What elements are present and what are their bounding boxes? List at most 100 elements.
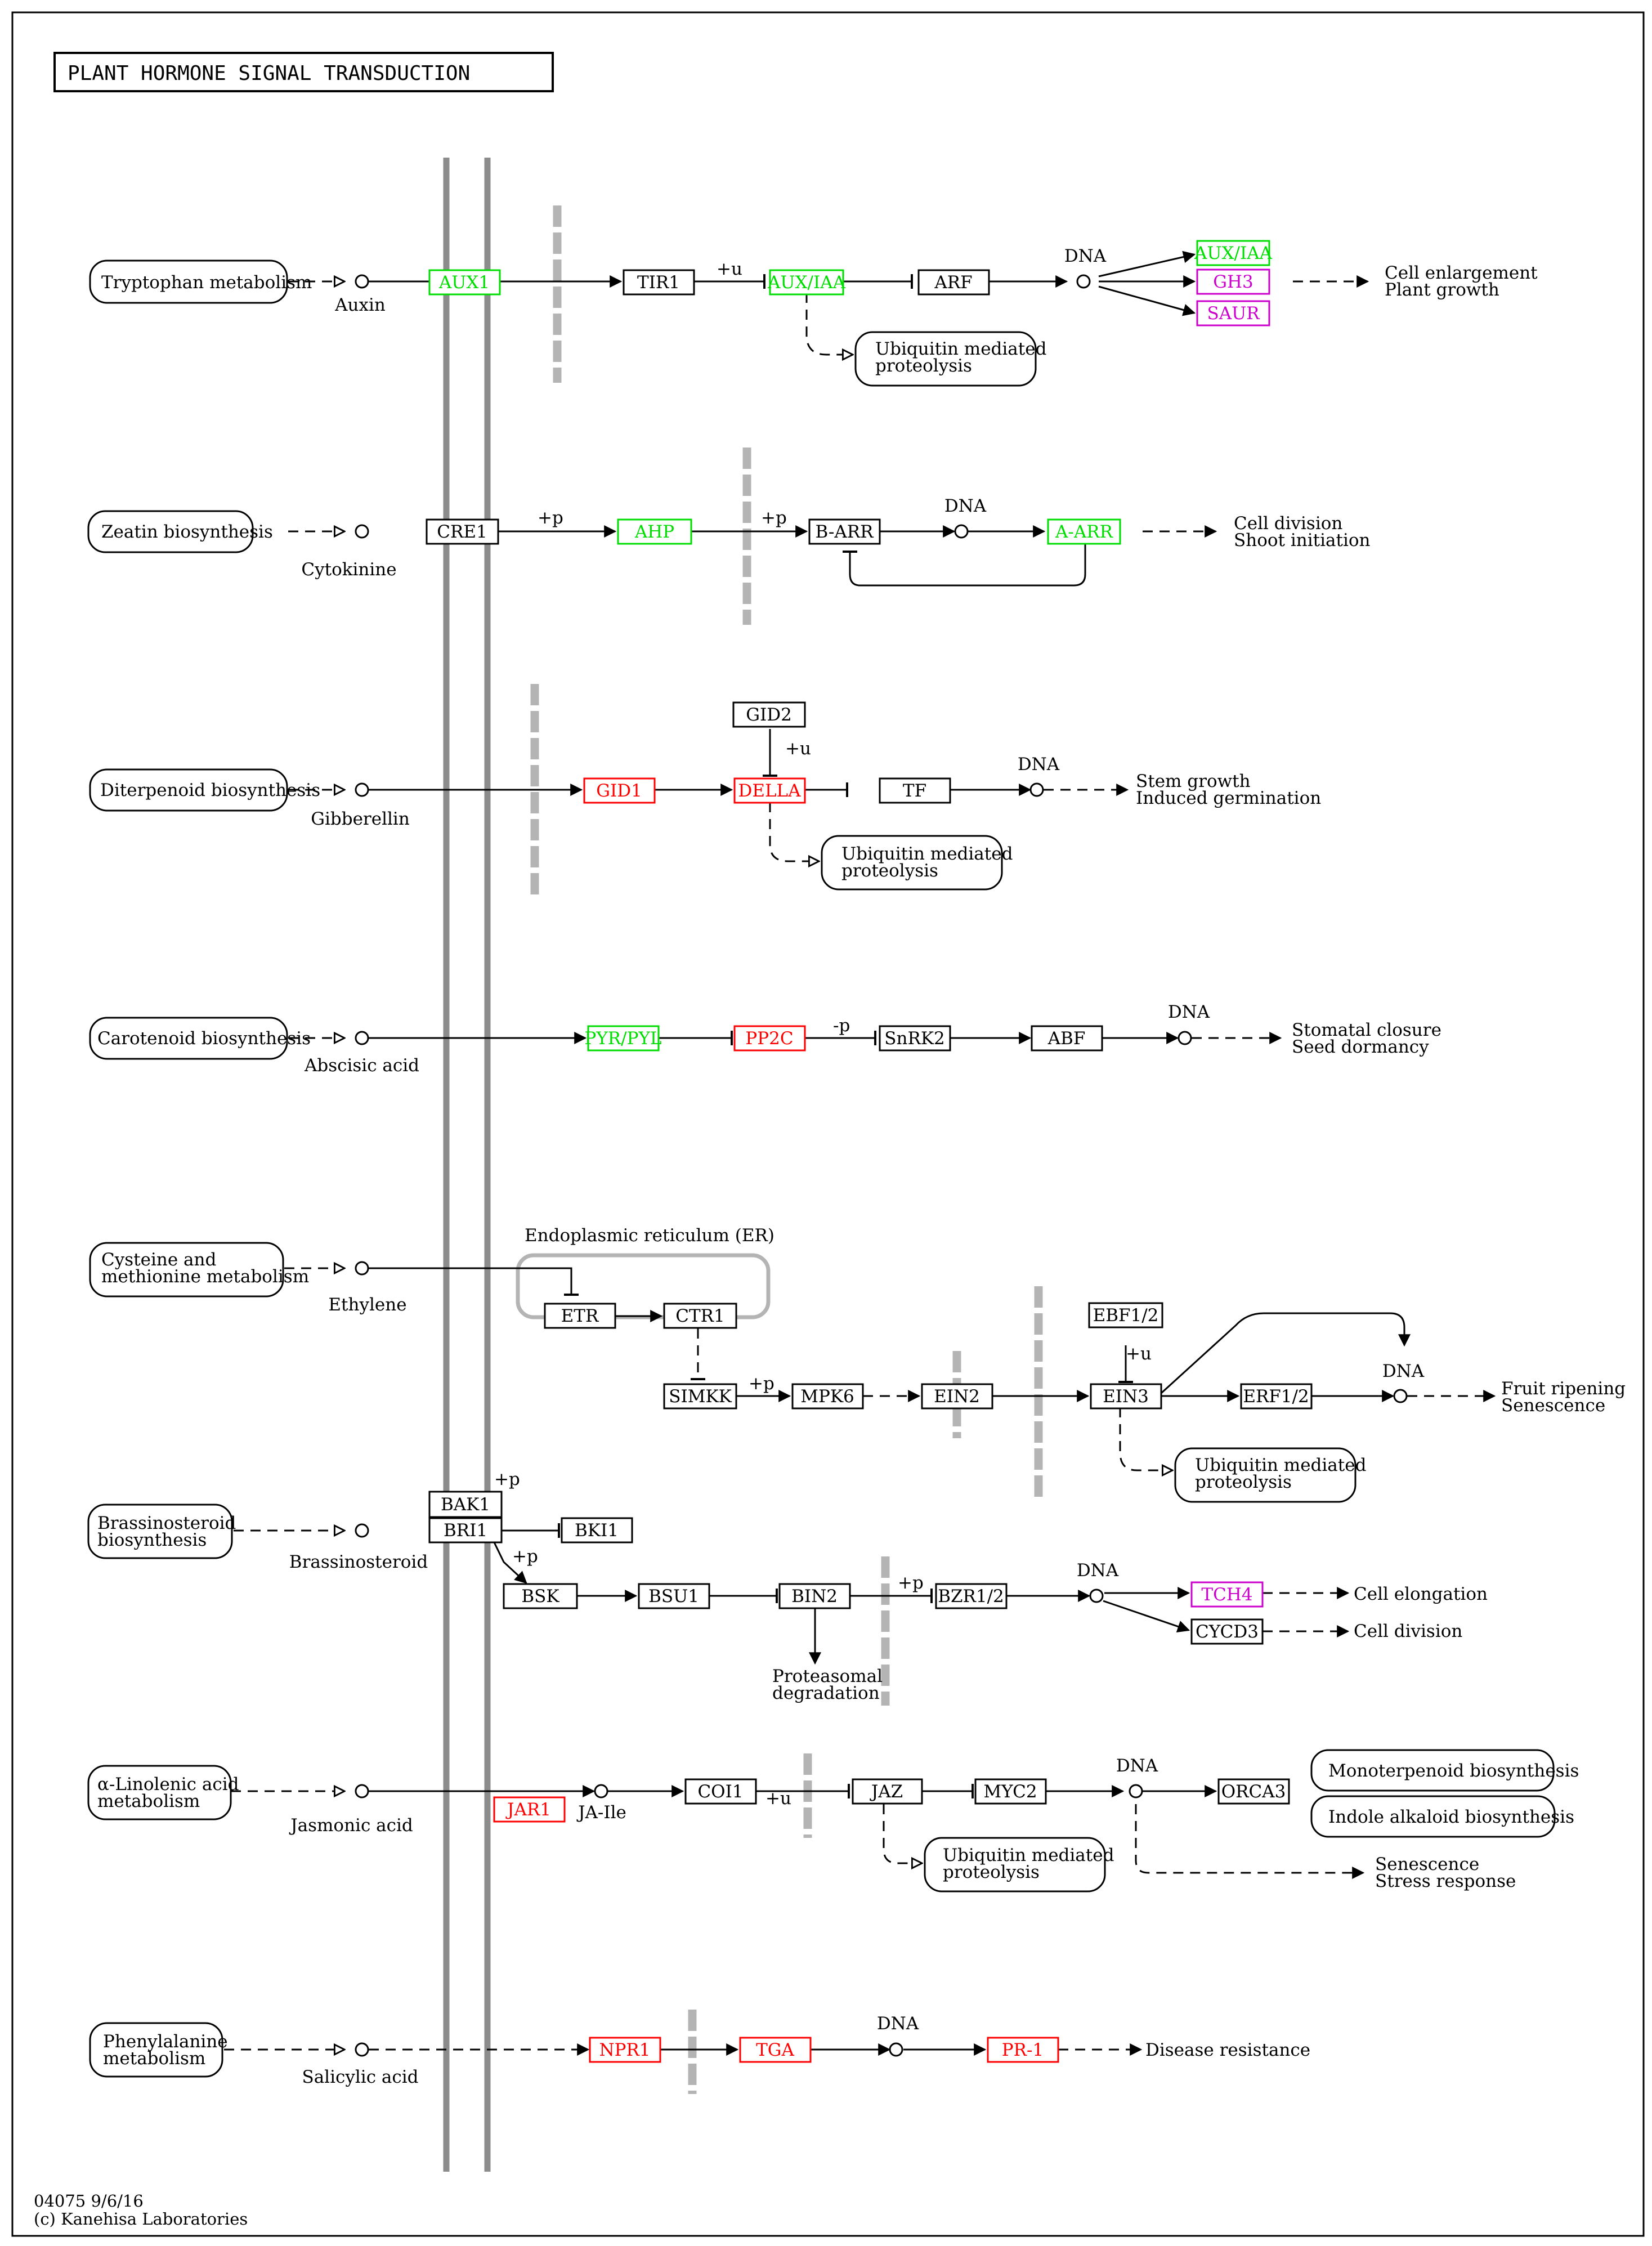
gene-ebf12-box[interactable] xyxy=(1088,1302,1163,1328)
gene-pr1: PR-1 xyxy=(1002,2040,1044,2060)
gene-gh3: GH3 xyxy=(1213,272,1253,292)
gene-ein3: EIN3 xyxy=(1103,1386,1149,1407)
gene-jaz-box[interactable] xyxy=(852,1778,923,1805)
gene-pyr-box[interactable] xyxy=(587,1025,660,1052)
mod-plus-u-ebf12: +u xyxy=(1126,1344,1152,1364)
gene-tch4: TCH4 xyxy=(1201,1585,1252,1605)
pathway-ubiquitin-eth-box[interactable] xyxy=(1174,1447,1356,1503)
gene-barr-box[interactable] xyxy=(808,518,881,545)
gene-boxes xyxy=(426,240,1313,2063)
gene-bki1-box[interactable] xyxy=(561,1517,633,1543)
gene-della-box[interactable] xyxy=(733,777,806,804)
pathway-phenylalanine-2: metabolism xyxy=(103,2048,205,2069)
gene-bsu1-box[interactable] xyxy=(638,1583,710,1609)
brassinosteroid-node[interactable] xyxy=(355,1523,369,1538)
gene-gh3-box[interactable] xyxy=(1196,269,1270,295)
gene-ein3-box[interactable] xyxy=(1090,1383,1162,1410)
pathway-diterpenoid-box[interactable] xyxy=(89,768,288,812)
gene-bsk-box[interactable] xyxy=(503,1583,578,1609)
gene-auxiaa-box[interactable] xyxy=(769,269,844,296)
ethylene-node[interactable] xyxy=(355,1261,369,1276)
compound-nodes xyxy=(355,274,1408,2057)
gene-coi1-box[interactable] xyxy=(684,1778,757,1805)
gene-pr1-box[interactable] xyxy=(987,2037,1059,2063)
dna-node-jasmonate xyxy=(1129,1784,1143,1798)
gene-tga-box[interactable] xyxy=(739,2037,812,2063)
gene-bri1-box[interactable] xyxy=(428,1517,503,1543)
gene-pp2c-box[interactable] xyxy=(733,1025,806,1052)
outcome-gib-2: Induced germination xyxy=(1136,788,1321,808)
pathway-zeatin: Zeatin biosynthesis xyxy=(101,522,273,542)
gene-tf-box[interactable] xyxy=(879,777,951,804)
pathway-phenylalanine-1: Phenylalanine xyxy=(103,2032,228,2052)
gene-bak1: BAK1 xyxy=(441,1495,490,1515)
salicylic-acid-node[interactable] xyxy=(355,2042,369,2057)
abscisic-acid-node[interactable] xyxy=(355,1031,369,1045)
outcome-ja-2: Stress response xyxy=(1375,1871,1516,1891)
gene-gid1-box[interactable] xyxy=(583,777,656,804)
gene-bin2-box[interactable] xyxy=(778,1583,851,1609)
gene-myc2-box[interactable] xyxy=(974,1778,1047,1805)
gene-cre1: CRE1 xyxy=(437,522,487,542)
dna-label-salicylic: DNA xyxy=(877,2014,919,2034)
mod-plus-p-bak1: +p xyxy=(494,1469,520,1489)
auxin-node[interactable] xyxy=(355,274,369,289)
cytokinine-node[interactable] xyxy=(355,524,369,539)
pathway-tryptophan-box[interactable] xyxy=(89,260,288,304)
gene-jar1: JAR1 xyxy=(505,1800,551,1820)
gene-aarr-box[interactable] xyxy=(1047,518,1121,545)
gene-mpk6-box[interactable] xyxy=(791,1383,864,1410)
gene-tch4-box[interactable] xyxy=(1190,1581,1264,1608)
ubiquitin-gib-1: Ubiquitin mediated xyxy=(841,844,1013,864)
gene-ctr1-box[interactable] xyxy=(663,1303,737,1329)
gene-arf-box[interactable] xyxy=(917,269,990,296)
pathway-cysteine-1: Cysteine and xyxy=(101,1250,216,1270)
gene-bak1-box[interactable] xyxy=(428,1491,503,1518)
pathway-linolenic-2: metabolism xyxy=(97,1791,200,1811)
pathway-cysteine-box[interactable] xyxy=(89,1242,284,1298)
gene-tir1: TIR1 xyxy=(637,272,680,293)
gene-gid2-box[interactable] xyxy=(732,701,806,728)
ubiquitin-ja-1: Ubiquitin mediated xyxy=(943,1845,1114,1865)
gene-ein2-box[interactable] xyxy=(921,1383,993,1410)
gene-abf-box[interactable] xyxy=(1031,1025,1103,1052)
gene-erf12-box[interactable] xyxy=(1240,1383,1313,1410)
pathway-indole-box[interactable] xyxy=(1310,1795,1556,1838)
pathway-linolenic-1: α-Linolenic acid xyxy=(97,1774,239,1795)
gene-npr1-box[interactable] xyxy=(589,2037,661,2063)
gene-auxiaa-out-box[interactable] xyxy=(1196,240,1270,266)
pathway-monoterpenoid-box[interactable] xyxy=(1310,1749,1555,1792)
pathway-labels: Tryptophan metabolism Zeatin biosynthesi… xyxy=(97,272,1579,2069)
gene-etr-box[interactable] xyxy=(544,1303,616,1329)
pathway-ubiquitin-auxin-box[interactable] xyxy=(854,331,1037,387)
gene-simkk-box[interactable] xyxy=(663,1383,737,1410)
pathway-brassino-2: biosynthesis xyxy=(97,1530,207,1550)
gene-ahp-box[interactable] xyxy=(617,518,692,545)
gene-cycd3-box[interactable] xyxy=(1190,1618,1264,1645)
gene-tir1-box[interactable] xyxy=(623,269,695,296)
ja-ile-node[interactable] xyxy=(594,1784,608,1798)
compound-labels: Auxin Cytokinine Gibberellin Abscisic ac… xyxy=(289,295,626,2087)
gene-aux1-box[interactable] xyxy=(428,269,501,296)
pathway-ubiquitin-ja-box[interactable] xyxy=(924,1837,1106,1892)
gene-bzr12-box[interactable] xyxy=(935,1583,1008,1609)
gene-snrk2-box[interactable] xyxy=(879,1025,951,1052)
mod-plus-p-cre1: +p xyxy=(538,508,563,528)
gene-npr1: NPR1 xyxy=(599,2040,650,2060)
jasmonic-acid-node[interactable] xyxy=(355,1784,369,1798)
outcome-ja-1: Senescence xyxy=(1375,1854,1479,1874)
pathway-ubiquitin-gib-box[interactable] xyxy=(821,835,1003,891)
gibberellin-node[interactable] xyxy=(355,782,369,797)
gene-cre1-box[interactable] xyxy=(426,518,499,545)
dna-label-jasmonate: DNA xyxy=(1116,1756,1158,1776)
gene-orca3: ORCA3 xyxy=(1221,1782,1286,1802)
pathway-linolenic-box[interactable] xyxy=(87,1765,232,1820)
mod-plus-p-ahp: +p xyxy=(761,508,787,528)
pathway-brassino-box[interactable] xyxy=(87,1504,233,1559)
gene-saur-box[interactable] xyxy=(1196,300,1270,326)
gene-orca3-box[interactable] xyxy=(1217,1778,1290,1805)
gene-jar1-box[interactable] xyxy=(493,1796,566,1823)
pathway-phenylalanine-box[interactable] xyxy=(89,2022,223,2078)
pathway-zeatin-box[interactable] xyxy=(87,510,254,553)
pathway-carotenoid-box[interactable] xyxy=(89,1017,288,1060)
